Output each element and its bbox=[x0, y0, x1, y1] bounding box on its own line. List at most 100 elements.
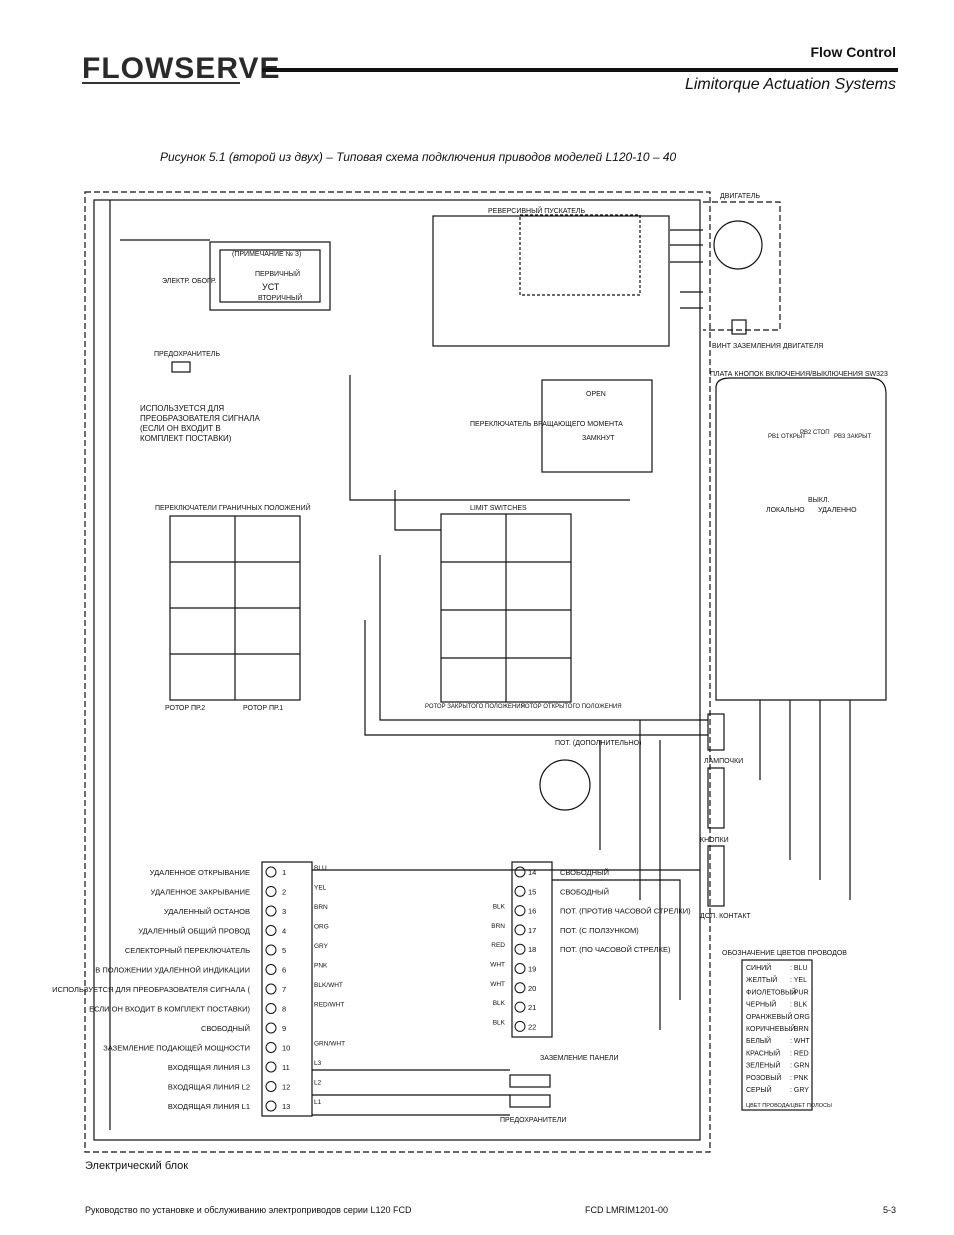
terminal-wire: BRN bbox=[491, 923, 505, 930]
terminal-label: ПОТ. (С ПОЛЗУНКОМ) bbox=[560, 926, 639, 935]
terminal-number: 5 bbox=[282, 946, 286, 955]
off-label: ВЫКЛ. bbox=[808, 497, 830, 504]
terminal-screw bbox=[265, 1022, 277, 1034]
footer-center: FCD LMRIM1201-00 bbox=[585, 1205, 669, 1215]
transformer-name: УСТ bbox=[262, 282, 280, 292]
terminal-number: 21 bbox=[528, 1003, 536, 1012]
transformer-secondary: ВТОРИЧНЫЙ bbox=[258, 293, 302, 302]
legend-color-code: : BLK bbox=[790, 1002, 807, 1009]
terminal-number: 10 bbox=[282, 1044, 290, 1053]
terminal-label: ЕСЛИ ОН ВХОДИТ В КОМПЛЕКТ ПОСТАВКИ) bbox=[89, 1005, 250, 1014]
legend-color-code: : BRN bbox=[790, 1026, 809, 1033]
terminal-number: 7 bbox=[282, 985, 286, 994]
terminal-screw bbox=[514, 866, 526, 878]
terminal-screw bbox=[265, 983, 277, 995]
electrical-block-label: Электрический блок bbox=[85, 1160, 189, 1172]
limit-switches-ru: ПЕРЕКЛЮЧАТЕЛИ ГРАНИЧНЫХ ПОЛОЖЕНИЙ bbox=[155, 503, 311, 512]
terminal-number: 4 bbox=[282, 927, 286, 936]
legend-color-name: БЕЛЫЙ bbox=[746, 1036, 771, 1045]
terminal-screw bbox=[514, 963, 526, 974]
motor-outline bbox=[703, 201, 781, 331]
fuses-label: ПРЕДОХРАНИТЕЛИ bbox=[500, 1117, 566, 1124]
terminal-screw bbox=[514, 982, 526, 994]
torque-closed: ЗАМКНУТ bbox=[582, 435, 615, 442]
rotor-open-label: РОТОР ОТКРЫТОГО ПОЛОЖЕНИЯ bbox=[521, 704, 622, 710]
terminal-screw bbox=[265, 866, 277, 878]
terminal-wire: WHT bbox=[490, 981, 505, 988]
terminal-number: 3 bbox=[282, 907, 286, 916]
terminal-screw bbox=[514, 885, 526, 897]
terminal-wire: L1 bbox=[314, 1099, 322, 1106]
terminal-wire: L3 bbox=[314, 1060, 322, 1067]
legend-color-name: РОЗОВЫЙ bbox=[746, 1073, 781, 1082]
terminal-wire: BLK/WHT bbox=[314, 982, 343, 989]
torque-open: OPEN bbox=[586, 391, 606, 398]
legend-color-code: : BLU bbox=[790, 965, 808, 972]
legend-color-code: : ORG bbox=[790, 1014, 810, 1021]
terminal-number: 22 bbox=[528, 1022, 536, 1031]
terminal-screw bbox=[265, 925, 277, 936]
terminal-number: 14 bbox=[528, 868, 536, 877]
terminal-label: ПОТ. (ПРОТИВ ЧАСОВОЙ СТРЕЛКИ) bbox=[560, 907, 691, 916]
terminal-number: 11 bbox=[282, 1063, 290, 1072]
terminal-wire: ORG bbox=[314, 924, 329, 931]
torque-switch-box bbox=[541, 379, 653, 473]
legend-color-name: ФИОЛЕТОВЫЙ bbox=[746, 987, 796, 996]
terminal-label: ВХОДЯЩАЯ ЛИНИЯ L2 bbox=[168, 1083, 250, 1092]
header-subtitle: Limitorque Actuation Systems bbox=[684, 76, 896, 93]
panel-ground-label: ЗАЗЕМЛЕНИЕ ПАНЕЛИ bbox=[540, 1055, 619, 1062]
terminal-number: 2 bbox=[282, 888, 286, 897]
pb2-label: PB2 СТОП bbox=[800, 430, 830, 436]
converter-note: ИСПОЛЬЗУЕТСЯ ДЛЯ ПРЕОБРАЗОВАТЕЛЯ СИГНАЛА… bbox=[140, 404, 260, 443]
terminal-wire: YEL bbox=[314, 885, 327, 892]
terminal-label: УДАЛЕННЫЙ ОБЩИЙ ПРОВОД bbox=[138, 927, 250, 936]
header-rule bbox=[262, 68, 898, 72]
reverser-box bbox=[432, 215, 670, 347]
right-terminal-strip bbox=[511, 861, 553, 1038]
terminal-number: 8 bbox=[282, 1005, 286, 1014]
terminal-number: 16 bbox=[528, 907, 536, 916]
pot-label: ПОТ. (ДОПОЛНИТЕЛЬНО) bbox=[555, 740, 641, 747]
transformer-primary: ПЕРВИЧНЫЙ bbox=[255, 269, 300, 278]
terminal-label: УДАЛЕННОЕ ОТКРЫВАНИЕ bbox=[150, 868, 250, 877]
terminal-screw bbox=[514, 1001, 526, 1013]
buttons-label: КНОПКИ bbox=[700, 837, 729, 844]
terminal-label: СЕЛЕКТОРНЫЙ ПЕРЕКЛЮЧАТЕЛЬ bbox=[125, 946, 250, 955]
terminal-screw bbox=[265, 964, 277, 975]
legend-color-code: : GRN bbox=[790, 1063, 809, 1070]
motor-screw-label: ВИНТ ЗАЗЕМЛЕНИЯ ДВИГАТЕЛЯ bbox=[712, 343, 823, 350]
terminal-wire: BLK bbox=[493, 1019, 506, 1026]
legend-color-code: : PUR bbox=[790, 989, 809, 996]
lamps-label: ЛАМПОЧКИ bbox=[704, 758, 743, 765]
terminal-screw bbox=[265, 1100, 277, 1112]
terminal-label: ЗАЗЕМЛЕНИЕ ПОДАЮЩЕЙ МОЩНОСТИ bbox=[103, 1044, 250, 1053]
motor-circle bbox=[713, 220, 763, 270]
brand-line: Flow Control bbox=[810, 44, 896, 60]
terminal-wire: GRN/WHT bbox=[314, 1041, 345, 1048]
terminal-screw bbox=[514, 943, 526, 955]
legend-color-name: КОРИЧНЕВЫЙ bbox=[746, 1024, 795, 1033]
pb-board-label: ПЛАТА КНОПОК ВКЛЮЧЕНИЯ/ВЫКЛЮЧЕНИЯ SW323 bbox=[710, 371, 888, 378]
local-label: ЛОКАЛЬНО bbox=[766, 507, 805, 514]
rotor2-label: РОТОР ПР.2 bbox=[165, 705, 205, 712]
terminal-number: 6 bbox=[282, 966, 286, 975]
rotor1-label: РОТОР ПР.1 bbox=[243, 705, 283, 712]
pb1-label: PB1 ОТКРЫТ bbox=[768, 434, 806, 440]
legend-color-name: КРАСНЫЙ bbox=[746, 1048, 780, 1057]
terminal-wire: BLK bbox=[493, 1000, 506, 1007]
terminal-screw bbox=[265, 1081, 277, 1092]
motor-label: ДВИГАТЕЛЬ bbox=[720, 193, 760, 200]
rotor-closed-label: РОТОР ЗАКРЫТОГО ПОЛОЖЕНИЯ bbox=[425, 704, 525, 710]
legend-footer: ЦВЕТ ПРОВОДА/ЦВЕТ ПОЛОСЫ bbox=[746, 1103, 832, 1109]
terminal-wire: RED bbox=[491, 942, 505, 949]
terminal-screw bbox=[265, 1061, 277, 1073]
reverser-label: РЕВЕРСИВНЫЙ ПУСКАТЕЛЬ bbox=[488, 206, 586, 215]
footer-right: 5-3 bbox=[882, 1205, 896, 1215]
terminal-wire: WHT bbox=[490, 962, 505, 969]
legend-box bbox=[741, 959, 813, 1111]
terminal-screw bbox=[265, 905, 277, 917]
legend-color-code: : PNK bbox=[790, 1075, 809, 1082]
aux-contact-label: ДОП. КОНТАКТ bbox=[700, 913, 751, 920]
transformer-note: (ПРИМЕЧАНИЕ № 3) bbox=[232, 251, 301, 258]
